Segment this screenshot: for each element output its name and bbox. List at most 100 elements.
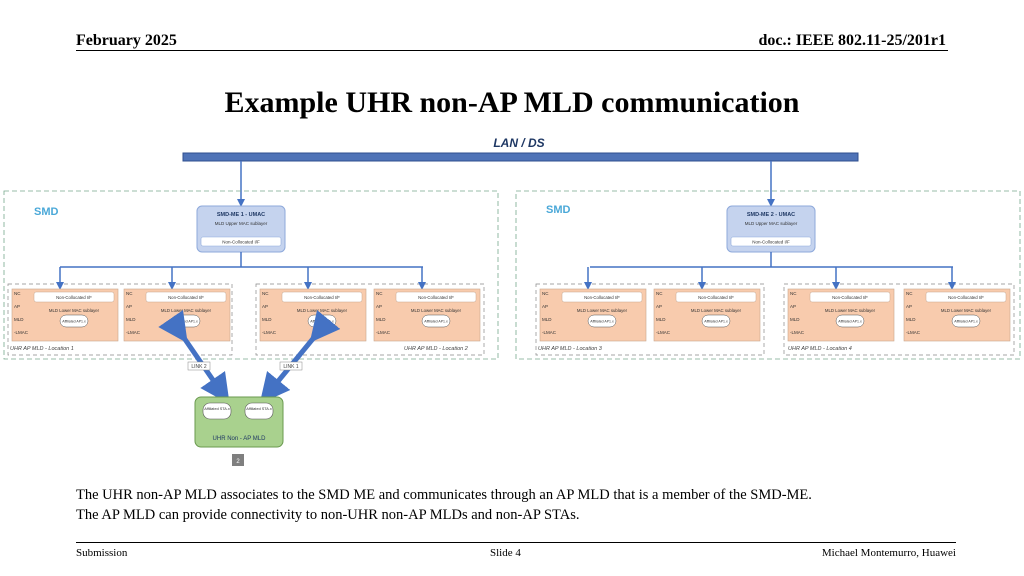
ap-affiliated-label: Affiliated AP1.x — [310, 320, 334, 324]
ap-affiliated-label: Affiliated AP1.x — [174, 320, 198, 324]
ap-side-ap: AP — [542, 304, 548, 309]
number-badge — [232, 454, 244, 466]
ap-affiliated-label: Affiliated AP1.x — [704, 320, 728, 324]
ap-side-lmac: -LMAC — [542, 330, 557, 335]
ap-side-nc: NC — [14, 291, 21, 296]
link-2-label: LINK 2 — [191, 364, 207, 370]
ap-lower-label: MLD Lower MAC sublayer — [691, 308, 742, 313]
sta-1-chip — [202, 402, 232, 420]
location-3-label: UHR AP MLD - Location 3 — [538, 346, 603, 352]
body-text: The UHR non-AP MLD associates to the SMD… — [76, 485, 976, 525]
footer-left: Submission — [76, 547, 128, 559]
header-rule — [76, 50, 948, 51]
ap-side-mld: MLD — [542, 317, 552, 322]
ap-affiliated-label: Affiliated AP1.x — [62, 320, 86, 324]
ap-side-lmac: -LMAC — [906, 330, 921, 335]
smd-me2-sub: MLD Upper MAC sublayer — [745, 221, 798, 226]
ap-affiliated-label: Affiliated AP1.x — [838, 320, 862, 324]
ap-side-lmac: -LMAC — [126, 330, 141, 335]
link-1-tag — [279, 361, 303, 371]
ap-side-ap: AP — [126, 304, 132, 309]
header-date: February 2025 — [76, 32, 177, 49]
ap-side-ap: AP — [376, 304, 382, 309]
ap-affiliated-label: Affiliated AP1.x — [590, 320, 614, 324]
header-doc-id: doc.: IEEE 802.11-25/201r1 — [758, 32, 946, 49]
location-4-box — [783, 283, 1015, 356]
ap-side-lmac: -LMAC — [14, 330, 29, 335]
lan-bar — [182, 152, 859, 162]
smd-me2-nc-box — [730, 236, 812, 247]
smd-group-1 — [3, 190, 499, 360]
ap-nc-box — [809, 291, 891, 303]
ap-side-mld: MLD — [656, 317, 666, 322]
ap-side-ap: AP — [906, 304, 912, 309]
ap-nc-box — [33, 291, 115, 303]
ap-nc-label: Non-Collocated I/F — [304, 295, 340, 300]
link-1-label: LINK 1 — [283, 364, 299, 370]
ap-lower-label: MLD Lower MAC sublayer — [411, 308, 462, 313]
ap-affiliated-chip — [951, 314, 981, 328]
ap-nc-label: Non-Collocated I/F — [584, 295, 620, 300]
ap-affiliated-chip — [587, 314, 617, 328]
ap-side-mld: MLD — [126, 317, 136, 322]
ap-side-mld: MLD — [790, 317, 800, 322]
body-line-1: The UHR non-AP MLD associates to the SMD… — [76, 487, 812, 503]
ap-side-mld: MLD — [906, 317, 916, 322]
ap-side-lmac: -LMAC — [376, 330, 391, 335]
ap-nc-label: Non-Collocated I/F — [832, 295, 868, 300]
location-1-label: UHR AP MLD - Location 1 — [10, 346, 74, 352]
ap-lower-label: MLD Lower MAC sublayer — [577, 308, 628, 313]
ap-nc-label: Non-Collocated I/F — [168, 295, 204, 300]
ap-side-nc: NC — [656, 291, 663, 296]
ap-side-lmac: -LMAC — [790, 330, 805, 335]
ap-nc-box — [675, 291, 757, 303]
location-2-box — [255, 283, 485, 356]
ap-lower-label: MLD Lower MAC sublayer — [161, 308, 212, 313]
ap-side-lmac: -LMAC — [262, 330, 277, 335]
ap-lower-label: MLD Lower MAC sublayer — [49, 308, 100, 313]
ap-nc-label: Non-Collocated I/F — [418, 295, 454, 300]
ap-affiliated-chip — [835, 314, 865, 328]
ap-side-ap: AP — [790, 304, 796, 309]
sta-2-label: Affiliated STA.x — [246, 407, 272, 411]
ap-side-lmac: -LMAC — [656, 330, 671, 335]
smd-me1-title: SMD-ME 1 - UMAC — [217, 212, 265, 218]
ap-side-mld: MLD — [262, 317, 272, 322]
non-ap-mld-label: UHR Non - AP MLD — [213, 436, 267, 442]
ap-side-nc: NC — [906, 291, 913, 296]
body-line-2: The AP MLD can provide connectivity to n… — [76, 507, 580, 523]
ap-nc-box — [925, 291, 1007, 303]
ap-side-nc: NC — [542, 291, 549, 296]
smd-me2-nc: Non-Collocated I/F — [752, 240, 790, 245]
smd-me2-title: SMD-ME 2 - UMAC — [747, 212, 795, 218]
lan-label: LAN / DS — [493, 136, 544, 150]
ap-nc-box — [561, 291, 643, 303]
ap-side-nc: NC — [126, 291, 133, 296]
sta-1-label: Affiliated STA.x — [204, 407, 230, 411]
ap-nc-box — [145, 291, 227, 303]
link-2-tag — [187, 361, 211, 371]
smd-me1-nc: Non-Collocated I/F — [222, 240, 260, 245]
ap-affiliated-label: Affiliated AP1.x — [424, 320, 448, 324]
ap-nc-label: Non-Collocated I/F — [948, 295, 984, 300]
smd-label-1: SMD — [34, 206, 59, 218]
ap-nc-box — [281, 291, 363, 303]
ap-lower-label: MLD Lower MAC sublayer — [825, 308, 876, 313]
smd-me1-sub: MLD Upper MAC sublayer — [215, 221, 268, 226]
ap-side-nc: NC — [262, 291, 269, 296]
ap-nc-label: Non-Collocated I/F — [698, 295, 734, 300]
ap-affiliated-chip — [59, 314, 89, 328]
smd-group-2 — [515, 190, 1021, 360]
slide-title: Example UHR non-AP MLD communication — [224, 86, 800, 119]
ap-side-mld: MLD — [14, 317, 24, 322]
location-2-label: UHR AP MLD - Location 2 — [404, 346, 468, 352]
ap-lower-label: MLD Lower MAC sublayer — [297, 308, 348, 313]
footer-slide: Slide 4 — [490, 547, 521, 559]
ap-affiliated-chip — [701, 314, 731, 328]
ap-side-nc: NC — [790, 291, 797, 296]
ap-nc-box — [395, 291, 477, 303]
ap-affiliated-label: Affiliated AP1.x — [954, 320, 978, 324]
ap-lower-label: MLD Lower MAC sublayer — [941, 308, 992, 313]
footer-author: Michael Montemurro, Huawei — [821, 547, 956, 559]
ap-side-nc: NC — [376, 291, 383, 296]
